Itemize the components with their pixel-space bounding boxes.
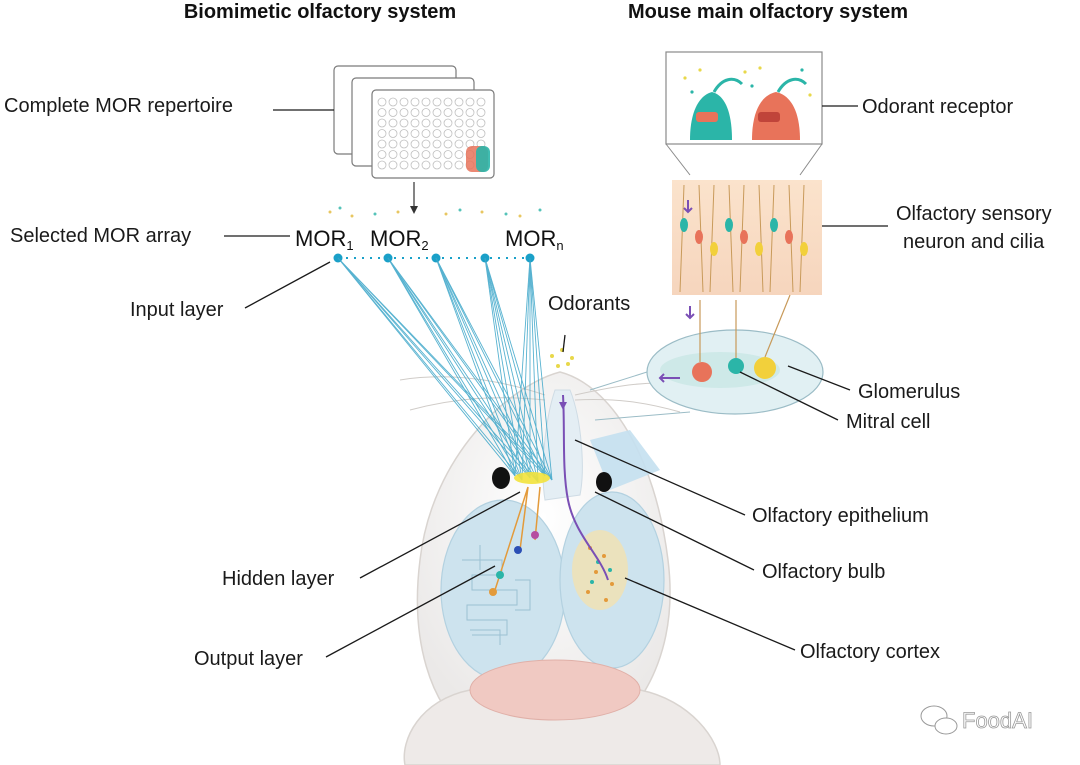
label-mitral-cell: Mitral cell <box>846 411 930 433</box>
hidden-convergence <box>514 472 550 484</box>
mor-plates <box>333 65 495 214</box>
label-glomerulus: Glomerulus <box>858 381 960 403</box>
right-eye <box>596 472 612 492</box>
label-odorant-receptor: Odorant receptor <box>862 96 1014 118</box>
label-olfactory-sensory-1: Olfactory sensory <box>896 203 1052 225</box>
label-input-layer: Input layer <box>130 299 224 321</box>
label-olfactory-bulb: Olfactory bulb <box>762 561 885 583</box>
label-olfactory-cortex: Olfactory cortex <box>800 641 940 663</box>
label-hidden-layer: Hidden layer <box>222 568 335 590</box>
leader-lines <box>224 105 888 658</box>
left-eye <box>492 467 510 489</box>
purple-arrow <box>559 402 567 410</box>
purple-pathway <box>562 394 609 581</box>
network-nodes <box>489 486 541 596</box>
glomerulus-oval <box>589 294 824 421</box>
odorant-particles <box>550 348 574 368</box>
label-odorants: Odorants <box>548 293 630 315</box>
sensory-neuron-tissue <box>672 180 822 295</box>
header-mouse: Mouse main olfactory system <box>628 1 908 23</box>
label-olfactory-epithelium: Olfactory epithelium <box>752 505 929 527</box>
mor-label-2: MOR2 <box>370 226 429 253</box>
mor-label-1: MOR1 <box>295 226 354 253</box>
brain-region <box>440 491 665 721</box>
wechat-icon <box>920 705 958 735</box>
header-biomimetic: Biomimetic olfactory system <box>184 1 456 23</box>
label-output-layer: Output layer <box>194 648 303 670</box>
receptor-inset <box>665 51 823 176</box>
watermark-text: FoodAI <box>962 708 1033 733</box>
input-connections <box>337 257 553 483</box>
label-selected-mor-array: Selected MOR array <box>10 225 191 247</box>
mor-array: MOR1 MOR2 MORn <box>295 206 564 263</box>
label-olfactory-sensory-2: neuron and cilia <box>903 231 1045 253</box>
watermark: FoodAI <box>920 705 1033 735</box>
mor-label-n: MORn <box>505 226 564 253</box>
label-complete-mor-repertoire: Complete MOR repertoire <box>4 95 233 117</box>
